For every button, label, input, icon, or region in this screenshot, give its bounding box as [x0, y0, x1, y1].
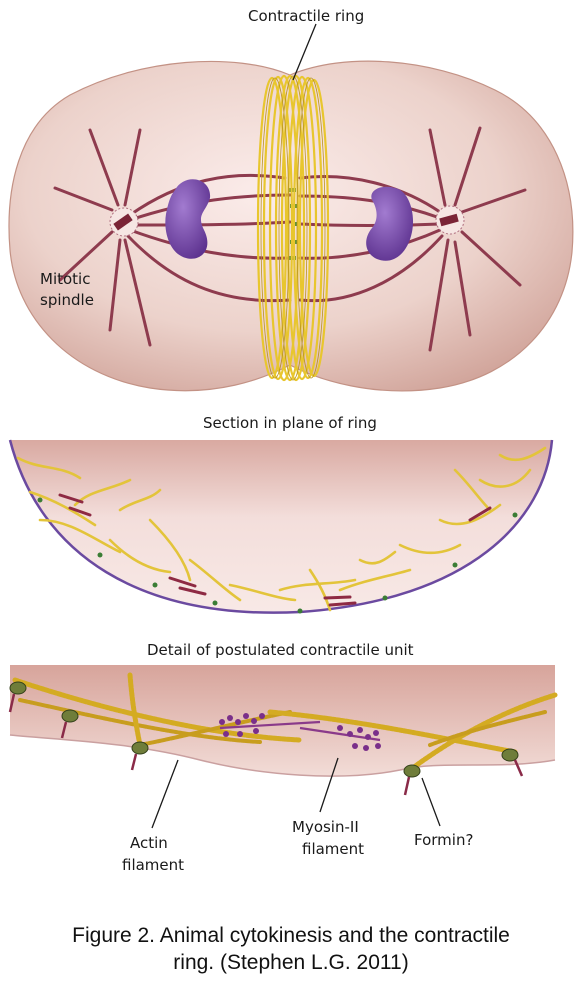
myosin-label-line1: Myosin-II — [292, 818, 359, 836]
formin-4 — [403, 764, 421, 796]
detail-cytoplasm — [10, 665, 555, 777]
formin-2 — [60, 709, 79, 739]
contractile-ring — [256, 74, 330, 382]
detail-actin-filaments — [12, 672, 558, 773]
actin-label-line2: filament — [122, 856, 184, 874]
mitotic-spindle-label-line1: Mitotic — [40, 270, 90, 288]
formin-label: Formin? — [414, 831, 473, 849]
nucleus-left — [165, 179, 211, 259]
myosin-label-line2: filament — [302, 840, 364, 858]
formin-1 — [8, 681, 27, 713]
section-cytoplasm — [10, 440, 552, 613]
detail-leader-lines — [151, 757, 441, 829]
mitotic-spindle-left — [53, 128, 292, 347]
nucleus-right — [366, 186, 414, 261]
section-actin-filaments — [16, 446, 547, 612]
section-panel: Section in plane of ring — [8, 414, 554, 614]
mitotic-spindle-label-line2: spindle — [40, 291, 94, 309]
centrosome-right — [435, 205, 465, 235]
caption-line-2: ring. (Stephen L.G. 2011) — [173, 951, 409, 974]
actin-label-line1: Actin — [130, 834, 168, 852]
section-title: Section in plane of ring — [203, 414, 377, 432]
detail-title: Detail of postulated contractile unit — [147, 641, 414, 659]
detail-membrane — [9, 734, 556, 777]
formin-3 — [130, 741, 149, 771]
contractile-ring-shadow — [260, 75, 326, 381]
caption-line-1: Figure 2. Animal cytokinesis and the con… — [72, 924, 510, 947]
centrosome-left — [109, 207, 139, 237]
detail-formins — [8, 681, 524, 796]
formin-5 — [501, 748, 524, 777]
dividing-cell-panel: Contractile ring Mitotic spindle — [8, 7, 574, 392]
section-formin-dots — [37, 497, 518, 614]
contractile-ring-leader — [292, 23, 317, 81]
contractile-ring-label: Contractile ring — [248, 7, 364, 25]
figure-caption: Figure 2. Animal cytokinesis and the con… — [0, 922, 582, 976]
detail-panel: Detail of postulated contractile unit — [8, 641, 558, 874]
section-myosin-filaments — [58, 493, 492, 607]
detail-myosin-heads — [219, 713, 381, 751]
